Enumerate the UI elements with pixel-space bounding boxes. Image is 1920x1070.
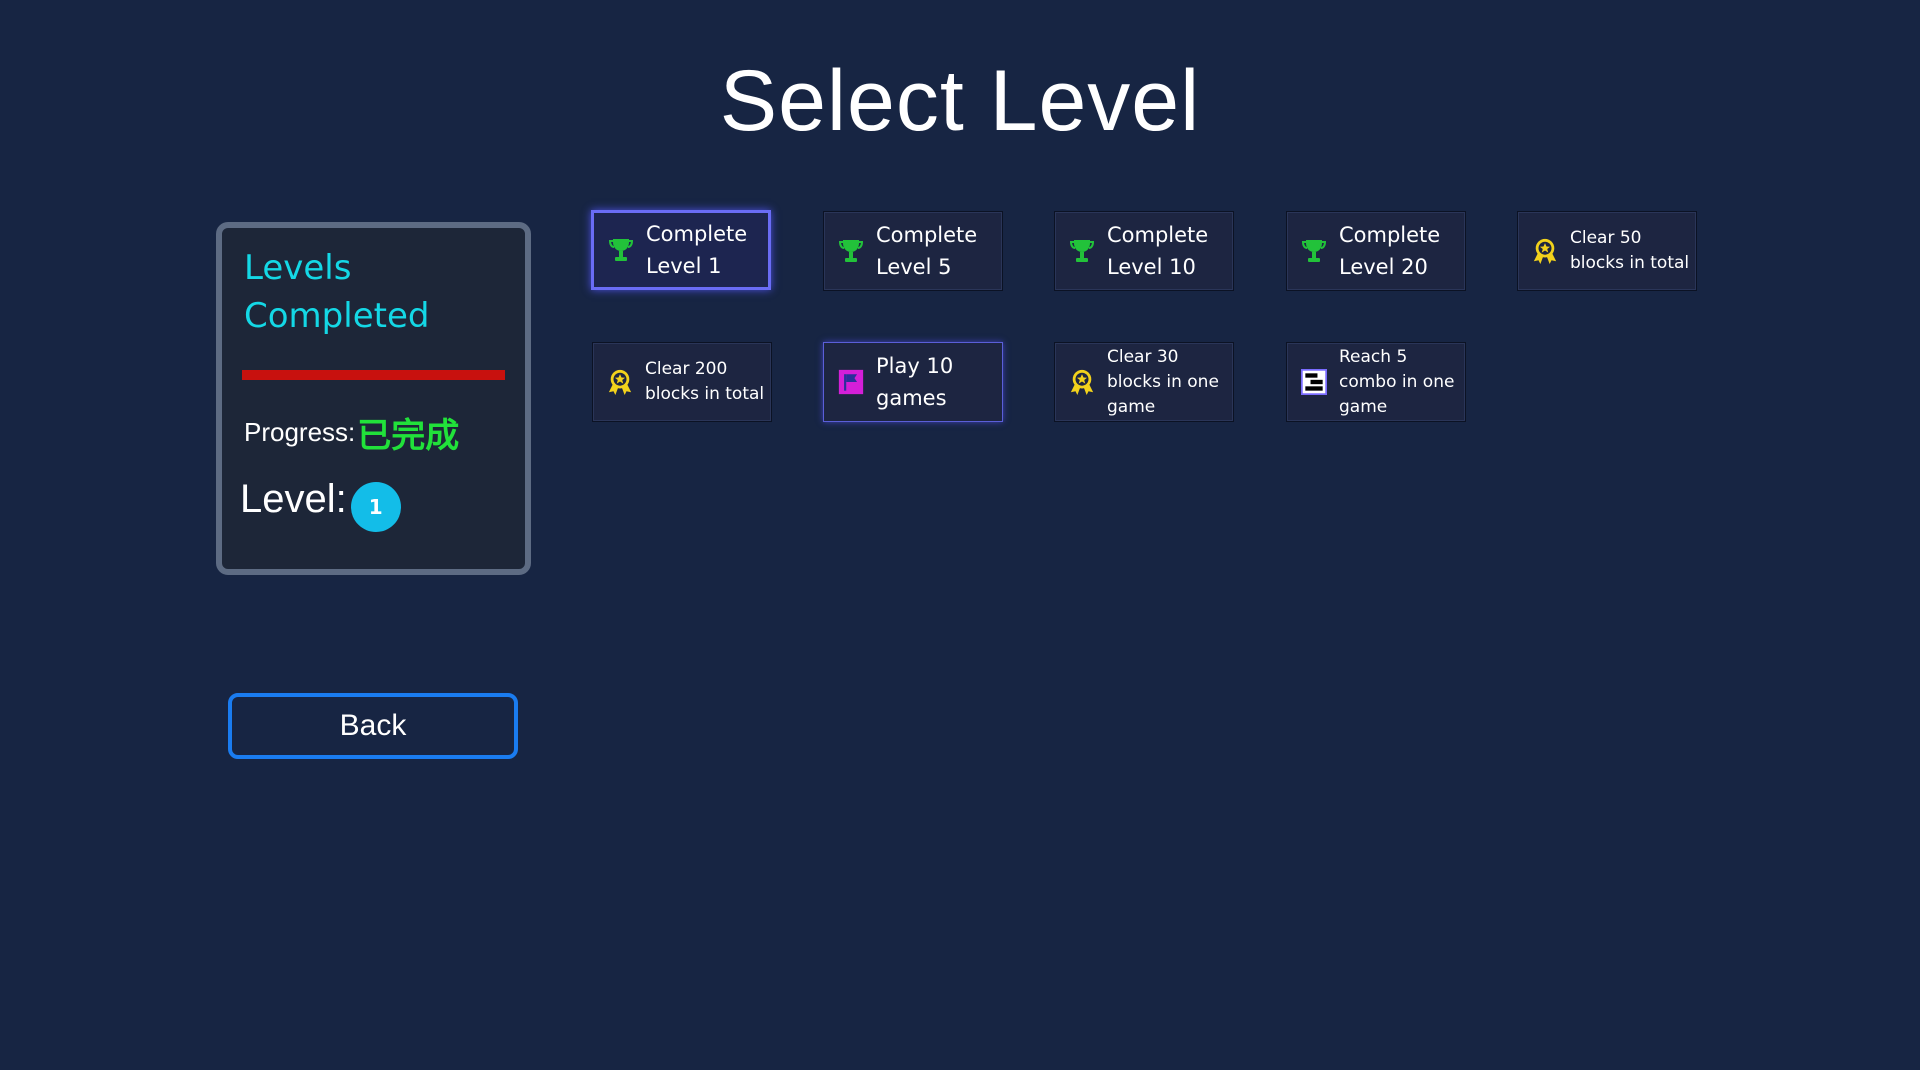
level-label: Level: (240, 477, 347, 521)
achievement-complete-level-5[interactable]: Complete Level 5 (823, 211, 1003, 291)
progress-label: Progress: (244, 417, 356, 447)
progress-bar (242, 370, 505, 380)
levels-completed-panel: Levels Completed Progress: 已完成 Level: 1 (216, 222, 531, 575)
level-row: Level: 1 (240, 476, 401, 532)
page-title: Select Level (719, 53, 1201, 149)
combo-icon (1301, 367, 1327, 397)
trophy-icon (838, 236, 864, 266)
back-button[interactable]: Back (228, 693, 518, 759)
achievement-clear-200-blocks[interactable]: Clear 200 blocks in total (592, 342, 772, 422)
progress-bar-fill (242, 370, 505, 380)
achievement-label: Complete Level 1 (646, 222, 748, 278)
achievement-label: Clear 30 blocks in one game (1107, 346, 1219, 417)
achievement-label: Clear 50 blocks in total (1570, 228, 1690, 273)
achievement-play-10-games[interactable]: Play 10 games (823, 342, 1003, 422)
achievement-clear-50-blocks[interactable]: Clear 50 blocks in total (1517, 211, 1697, 291)
medal-icon (1532, 236, 1558, 266)
achievement-label: Clear 200 blocks in total (645, 359, 765, 404)
achievement-clear-30-blocks-one-game[interactable]: Clear 30 blocks in one game (1054, 342, 1234, 422)
panel-title: Levels Completed (244, 248, 430, 336)
achievement-label: Reach 5 combo in one game (1339, 346, 1455, 417)
trophy-icon (1069, 236, 1095, 266)
achievement-complete-level-20[interactable]: Complete Level 20 (1286, 211, 1466, 291)
achievement-complete-level-1[interactable]: Complete Level 1 (591, 210, 771, 290)
achievement-label: Complete Level 20 (1339, 223, 1441, 279)
trophy-icon (1301, 236, 1327, 266)
achievement-label: Play 10 games (876, 354, 954, 410)
progress-row: Progress: 已完成 (244, 408, 459, 457)
level-badge: 1 (350, 482, 401, 532)
achievement-complete-level-10[interactable]: Complete Level 10 (1054, 211, 1234, 291)
medal-icon (1069, 367, 1095, 397)
flag-icon (838, 367, 864, 397)
achievement-reach-5-combo[interactable]: Reach 5 combo in one game (1286, 342, 1466, 422)
achievement-label: Complete Level 5 (876, 223, 978, 279)
progress-value: 已完成 (357, 416, 460, 456)
trophy-icon (608, 235, 634, 265)
achievement-label: Complete Level 10 (1107, 223, 1209, 279)
medal-icon (607, 367, 633, 397)
